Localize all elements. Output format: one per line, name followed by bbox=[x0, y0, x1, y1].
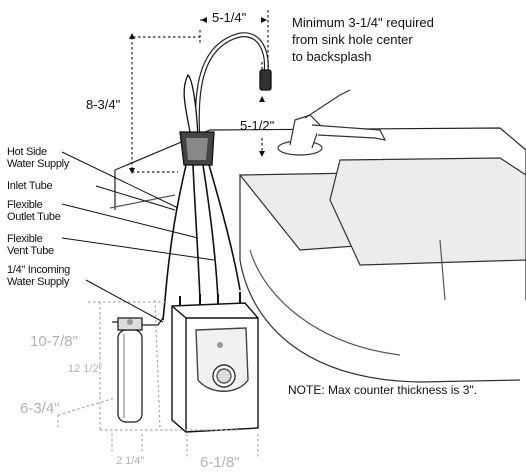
hot-water-faucet bbox=[179, 32, 272, 166]
sink-counter bbox=[109, 127, 526, 383]
label-outlet-tube: Flexible Outlet Tube bbox=[7, 199, 61, 223]
label-inlet-tube: Inlet Tube bbox=[7, 180, 53, 192]
dim-filter-width: 2 1/4" bbox=[116, 455, 145, 467]
faucet-dimension-lines bbox=[131, 10, 269, 173]
callout-leaders bbox=[61, 151, 215, 323]
note-counter-thickness: NOTE: Max counter thickness is 3". bbox=[288, 383, 477, 397]
label-vent-tube: Flexible Vent Tube bbox=[7, 233, 54, 257]
dim-tank-depth: 6-3/4" bbox=[20, 400, 60, 417]
tank-dimension-lines bbox=[57, 299, 259, 458]
standard-faucet-illustration bbox=[277, 89, 387, 156]
note-backsplash: Minimum 3-1/4" required from sink hole c… bbox=[292, 15, 434, 64]
dim-tank-width: 6-1/8" bbox=[200, 454, 240, 471]
hot-water-tank bbox=[171, 292, 259, 433]
dim-spout-clearance: 5-1/2" bbox=[240, 118, 275, 133]
dim-tank-height: 10-7/8" bbox=[30, 333, 78, 350]
dim-spout-reach: 5-1/4" bbox=[212, 10, 247, 25]
label-incoming-supply: 1/4" Incoming Water Supply bbox=[7, 264, 70, 288]
dim-faucet-height: 8-3/4" bbox=[86, 97, 121, 112]
dim-filter-height: 12 1/2" bbox=[68, 363, 103, 375]
water-filter bbox=[112, 317, 164, 423]
supply-tubes bbox=[162, 164, 241, 321]
dimension-arrows bbox=[129, 17, 267, 174]
label-hot-side: Hot Side Water Supply bbox=[7, 146, 70, 170]
